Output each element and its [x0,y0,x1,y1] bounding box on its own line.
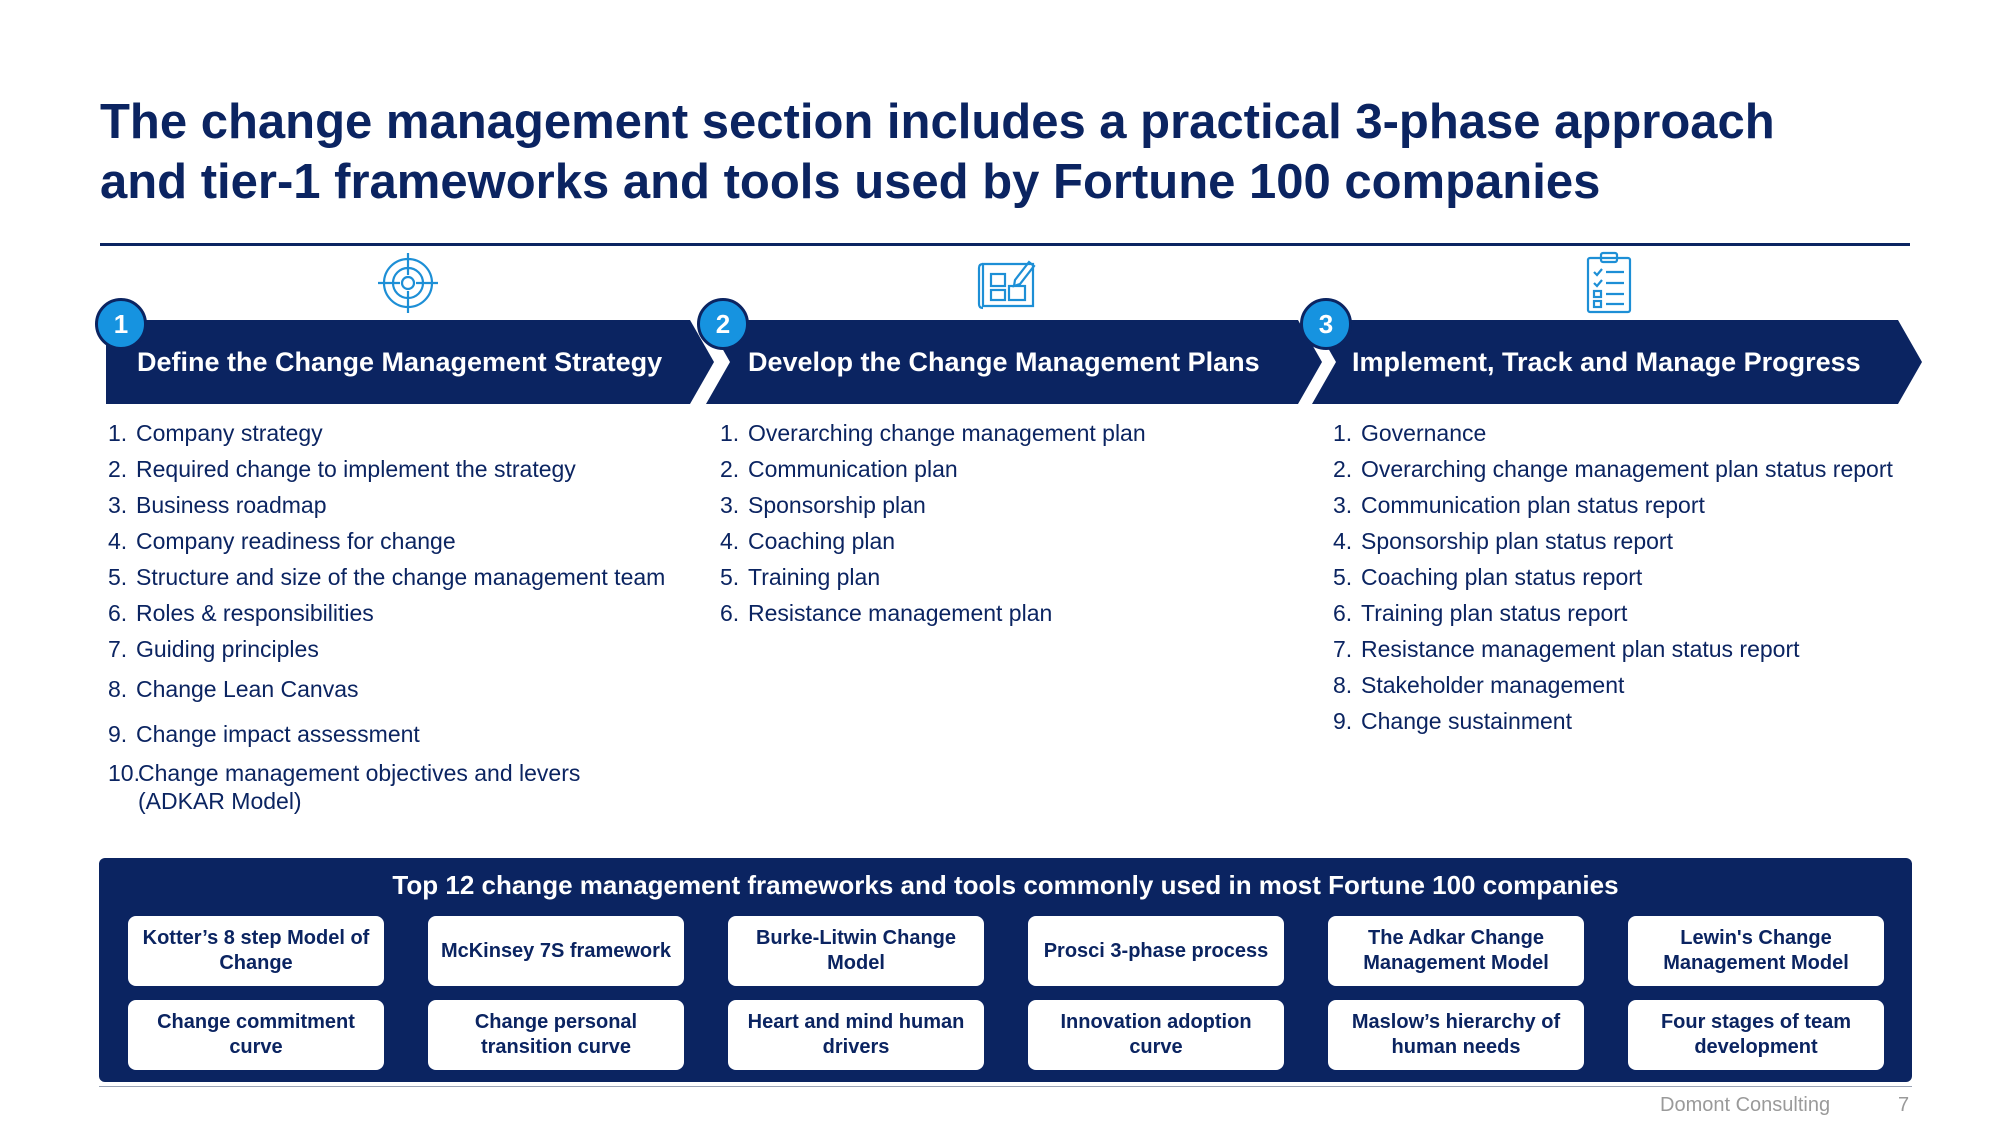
frameworks-panel: Top 12 change management frameworks and … [99,858,1912,1082]
framework-card: Four stages of team development [1628,1000,1884,1070]
framework-card: Maslow’s hierarchy of human needs [1328,1000,1584,1070]
phase-2-list: 1.Overarching change management plan 2.C… [720,418,1280,634]
target-icon [378,253,438,313]
list-item: 9.Change sustainment [1333,708,1572,734]
phase-2-number-badge: 2 [697,298,749,350]
list-item: 6.Training plan status report [1333,600,1628,626]
phase-3-chevron [1312,320,1922,404]
framework-card: Innovation adoption curve [1028,1000,1284,1070]
clipboard-checklist-icon [1586,251,1632,314]
list-item: 5.Structure and size of the change manag… [108,564,666,590]
list-item: 2.Communication plan [720,456,958,482]
framework-card: Change commitment curve [128,1000,384,1070]
page-title-line-1: The change management section includes a… [100,95,1775,149]
framework-card: McKinsey 7S framework [428,916,684,986]
list-item: 2.Overarching change management plan sta… [1333,456,1893,482]
page-title: The change management section includes a… [100,92,1920,212]
framework-card: Lewin's Change Management Model [1628,916,1884,986]
frameworks-panel-title: Top 12 change management frameworks and … [392,870,1619,900]
phase-1-title: Define the Change Management Strategy [137,347,663,377]
list-item: 8.Stakeholder management [1333,672,1625,698]
list-item: 7.Resistance management plan status repo… [1333,636,1800,662]
phase-2-title: Develop the Change Management Plans [748,347,1260,377]
list-item: 3.Communication plan status report [1333,492,1705,518]
list-item: 6.Roles & responsibilities [108,600,374,626]
list-item: 10.Change management objectives and leve… [108,760,581,814]
phase-3-title: Implement, Track and Manage Progress [1352,347,1861,377]
list-item: 7.Guiding principles [108,636,319,662]
framework-card: Heart and mind human drivers [728,1000,984,1070]
phase-1-chevron [106,320,714,404]
framework-card: Kotter’s 8 step Model of Change [128,916,384,986]
page-title-line-2: and tier-1 frameworks and tools used by … [100,155,1601,209]
list-item: 4.Company readiness for change [108,528,456,554]
footer-divider [99,1086,1912,1087]
title-divider [100,243,1910,246]
list-item: 5.Training plan [720,564,881,590]
list-item: 1.Company strategy [108,420,323,446]
list-item: 8.Change Lean Canvas [108,676,359,702]
list-item: 1.Governance [1333,420,1487,446]
list-item: 5.Coaching plan status report [1333,564,1643,590]
list-item: 3.Business roadmap [108,492,327,518]
framework-card: Burke-Litwin Change Model [728,916,984,986]
framework-card: Change personal transition curve [428,1000,684,1070]
blueprint-plan-icon [977,260,1036,310]
list-item: 3.Sponsorship plan [720,492,926,518]
list-item: 4.Coaching plan [720,528,896,554]
phase-3-list: 1.Governance 2.Overarching change manage… [1333,418,1933,742]
list-item: 6.Resistance management plan [720,600,1053,626]
phase-1-list: 1.Company strategy 2.Required change to … [108,418,708,815]
footer-company: Domont Consulting [1660,1094,1831,1116]
list-item: 9.Change impact assessment [108,721,420,747]
list-item: 4.Sponsorship plan status report [1333,528,1673,554]
list-item: 1.Overarching change management plan [720,420,1146,446]
phase-1-number-badge: 1 [95,298,147,350]
framework-card: The Adkar Change Management Model [1328,916,1584,986]
framework-card: Prosci 3-phase process [1028,916,1284,986]
page-number: 7 [1898,1094,1910,1116]
phase-3-number-badge: 3 [1300,298,1352,350]
phase-chevrons [106,320,1922,404]
phase-2-chevron [706,320,1322,404]
list-item: 2.Required change to implement the strat… [108,456,576,482]
